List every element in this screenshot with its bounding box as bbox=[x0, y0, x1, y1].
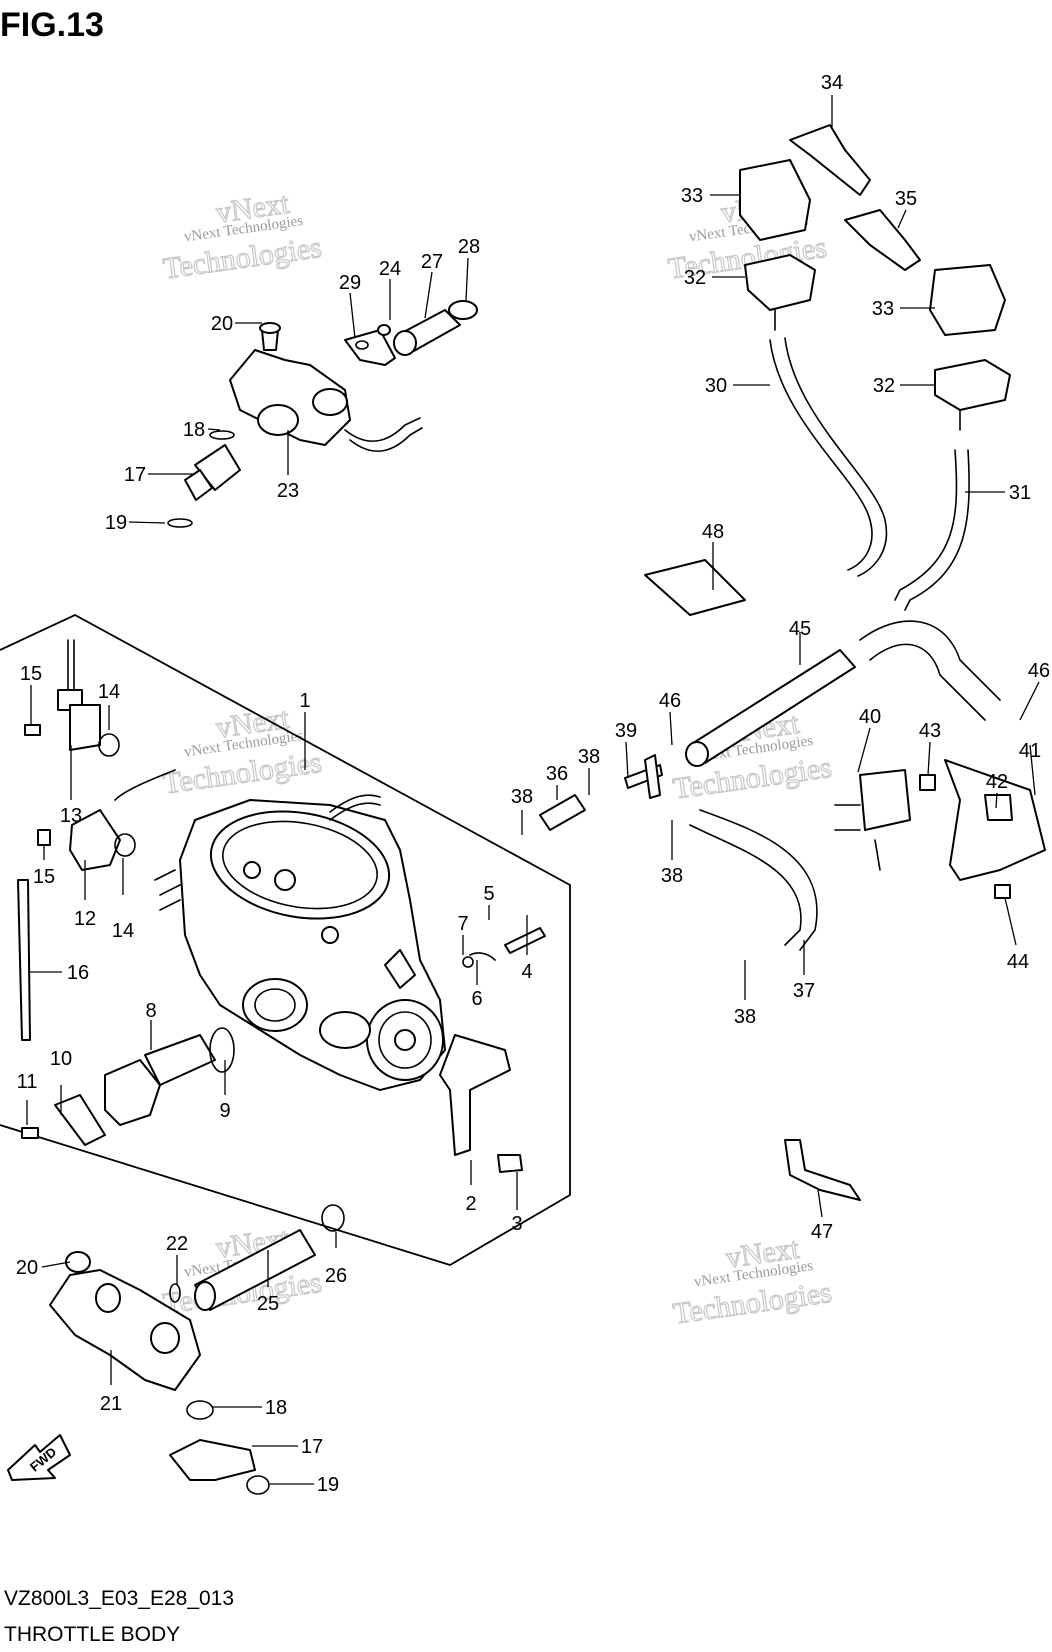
callout-12: 12 bbox=[74, 908, 96, 930]
callout-32-upper: 32 bbox=[684, 267, 706, 289]
callout-38-d: 38 bbox=[734, 1006, 756, 1028]
callout-10: 10 bbox=[50, 1048, 72, 1070]
callout-47: 47 bbox=[811, 1221, 833, 1243]
callout-22: 22 bbox=[166, 1233, 188, 1255]
callout-27: 27 bbox=[421, 251, 443, 273]
callout-14-lower: 14 bbox=[112, 920, 134, 942]
callout-2: 2 bbox=[465, 1193, 476, 1215]
upper-right-sensor-group bbox=[644, 124, 1011, 616]
fwd-arrow: FWD bbox=[7, 1434, 71, 1481]
callout-46-b: 46 bbox=[1028, 660, 1050, 682]
callout-3: 3 bbox=[511, 1213, 522, 1235]
callout-17-upper: 17 bbox=[124, 464, 146, 486]
callout-46-a: 46 bbox=[659, 690, 681, 712]
callout-18-lower: 18 bbox=[265, 1397, 287, 1419]
callout-14-upper: 14 bbox=[98, 681, 120, 703]
callout-38-a: 38 bbox=[511, 786, 533, 808]
callout-42: 42 bbox=[986, 771, 1008, 793]
assembly-frame bbox=[0, 613, 571, 1266]
callout-16: 16 bbox=[67, 962, 89, 984]
callout-19-upper: 19 bbox=[105, 512, 127, 534]
section-name: THROTTLE BODY bbox=[4, 1623, 180, 1646]
callout-32-lower: 32 bbox=[873, 375, 895, 397]
callout-11: 11 bbox=[17, 1071, 38, 1093]
callout-18-upper: 18 bbox=[183, 419, 205, 441]
callout-9: 9 bbox=[219, 1100, 230, 1122]
callout-28: 28 bbox=[458, 236, 480, 258]
callout-37: 37 bbox=[793, 980, 815, 1002]
callout-38-b: 38 bbox=[578, 746, 600, 768]
left-side-parts bbox=[17, 639, 546, 1173]
watermark: vNext Technologies vNext Technologies bbox=[161, 701, 325, 801]
callout-45: 45 bbox=[789, 618, 811, 640]
watermark: vNext Technologies vNext Technologies bbox=[671, 1231, 835, 1331]
callout-38-c: 38 bbox=[661, 865, 683, 887]
callout-20-lower: 20 bbox=[16, 1257, 38, 1279]
model-code: VZ800L3_E03_E28_013 bbox=[4, 1587, 234, 1610]
callout-33-upper: 33 bbox=[681, 185, 703, 207]
callout-33-lower: 33 bbox=[872, 298, 894, 320]
callout-34: 34 bbox=[821, 72, 843, 94]
callout-labels: 1 2 3 4 5 6 7 8 9 10 11 12 13 14 14 15 1… bbox=[16, 72, 1050, 1496]
callout-43: 43 bbox=[919, 720, 941, 742]
callout-4: 4 bbox=[521, 961, 532, 983]
callout-23: 23 bbox=[277, 480, 299, 502]
callout-24: 24 bbox=[379, 258, 401, 280]
callout-48: 48 bbox=[702, 521, 724, 543]
callout-20-upper: 20 bbox=[211, 313, 233, 335]
callout-36: 36 bbox=[546, 763, 568, 785]
callout-6: 6 bbox=[471, 988, 482, 1010]
callout-44: 44 bbox=[1007, 951, 1029, 973]
figure-title: FIG.13 bbox=[0, 6, 104, 44]
callout-39: 39 bbox=[615, 720, 637, 742]
callout-8: 8 bbox=[145, 1000, 156, 1022]
callout-25: 25 bbox=[257, 1293, 279, 1315]
callout-15-upper: 15 bbox=[20, 663, 42, 685]
callout-30: 30 bbox=[705, 375, 727, 397]
callout-31: 31 bbox=[1009, 482, 1031, 504]
upper-injector-assembly bbox=[167, 300, 478, 528]
callout-40: 40 bbox=[859, 706, 881, 728]
leader-lines bbox=[26, 95, 1040, 1485]
right-hose-assembly bbox=[539, 620, 1046, 1201]
callout-26: 26 bbox=[325, 1265, 347, 1287]
callout-13: 13 bbox=[60, 805, 82, 827]
callout-5: 5 bbox=[483, 883, 494, 905]
callout-29: 29 bbox=[339, 272, 361, 294]
callout-19-lower: 19 bbox=[317, 1474, 339, 1496]
lower-injector-assembly bbox=[49, 1204, 345, 1495]
watermark: vNext Technologies vNext Technologies bbox=[161, 186, 325, 286]
callout-15-lower: 15 bbox=[33, 866, 55, 888]
callout-7: 7 bbox=[457, 913, 468, 935]
callout-35: 35 bbox=[895, 188, 917, 210]
callout-17-lower: 17 bbox=[301, 1436, 323, 1458]
callout-41: 41 bbox=[1019, 740, 1041, 762]
callout-21: 21 bbox=[100, 1393, 122, 1415]
callout-1: 1 bbox=[299, 690, 310, 712]
throttle-body-assembly bbox=[154, 794, 446, 1091]
